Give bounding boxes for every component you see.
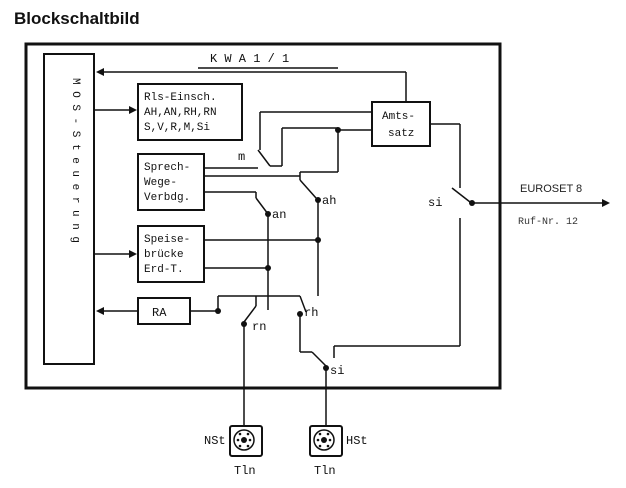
diagram-title: Blockschaltbild	[14, 9, 140, 28]
contact-si-right-label: si	[428, 196, 442, 210]
relay-box	[137, 83, 243, 141]
junction-speise-1	[315, 237, 321, 243]
junction-speise-2	[265, 265, 271, 271]
phone-hst-label: HSt	[346, 434, 368, 448]
phone-nst	[229, 425, 263, 457]
speise-box	[137, 225, 205, 283]
contact-m-label: m	[238, 150, 245, 164]
speise-line-3: Erd-T.	[144, 264, 184, 276]
contact-an-label: an	[272, 208, 286, 222]
amtssatz-box	[371, 101, 431, 147]
phone-nst-sub: Tln	[234, 464, 256, 478]
sprech-line-3: Verbdg.	[144, 192, 190, 204]
phone-nst-label: NSt	[204, 434, 226, 448]
contact-ah-label: ah	[322, 194, 336, 208]
contact-si-bottom-label: si	[330, 364, 344, 378]
phone-hst	[309, 425, 343, 457]
frame-label: K W A 1 / 1	[210, 52, 289, 66]
relay-line-2: AH,AN,RH,RN	[144, 107, 217, 119]
contact-rh-label: rh	[304, 306, 318, 320]
speise-line-2: brücke	[144, 249, 184, 261]
amts-line-2: satz	[388, 128, 414, 140]
external-number: Ruf-Nr. 12	[518, 216, 578, 228]
contact-rn	[243, 305, 257, 323]
speise-line-1: Speise-	[144, 234, 190, 246]
amts-line-1: Amts-	[382, 111, 415, 123]
relay-line-1: Rls-Einsch.	[144, 92, 217, 104]
mos-steuerung-block	[43, 53, 95, 365]
arrow-to-relay	[129, 106, 137, 114]
contact-rh	[299, 295, 307, 313]
sprech-line-2: Wege-	[144, 177, 177, 189]
kwa-frame	[24, 42, 502, 390]
arrow-to-speise	[129, 250, 137, 258]
relay-line-3: S,V,R,M,Si	[144, 122, 210, 134]
contact-an	[255, 197, 269, 215]
arrow-external-right	[602, 199, 610, 207]
arrow-to-mos-from-ra	[96, 307, 104, 315]
contact-si-bottom	[311, 351, 327, 367]
contact-ah	[299, 179, 317, 199]
contact-rn-label: rn	[252, 320, 266, 334]
contact-si-right	[451, 187, 471, 203]
sprech-line-1: Sprech-	[144, 162, 190, 174]
sprech-box	[137, 153, 205, 211]
external-name: EUROSET 8	[520, 183, 582, 195]
contact-m	[257, 149, 271, 167]
mos-label: M O S - S t e u e r u n g	[69, 78, 81, 243]
ra-label: RA	[152, 306, 167, 320]
arrow-to-mos	[96, 68, 104, 76]
phone-hst-sub: Tln	[314, 464, 336, 478]
